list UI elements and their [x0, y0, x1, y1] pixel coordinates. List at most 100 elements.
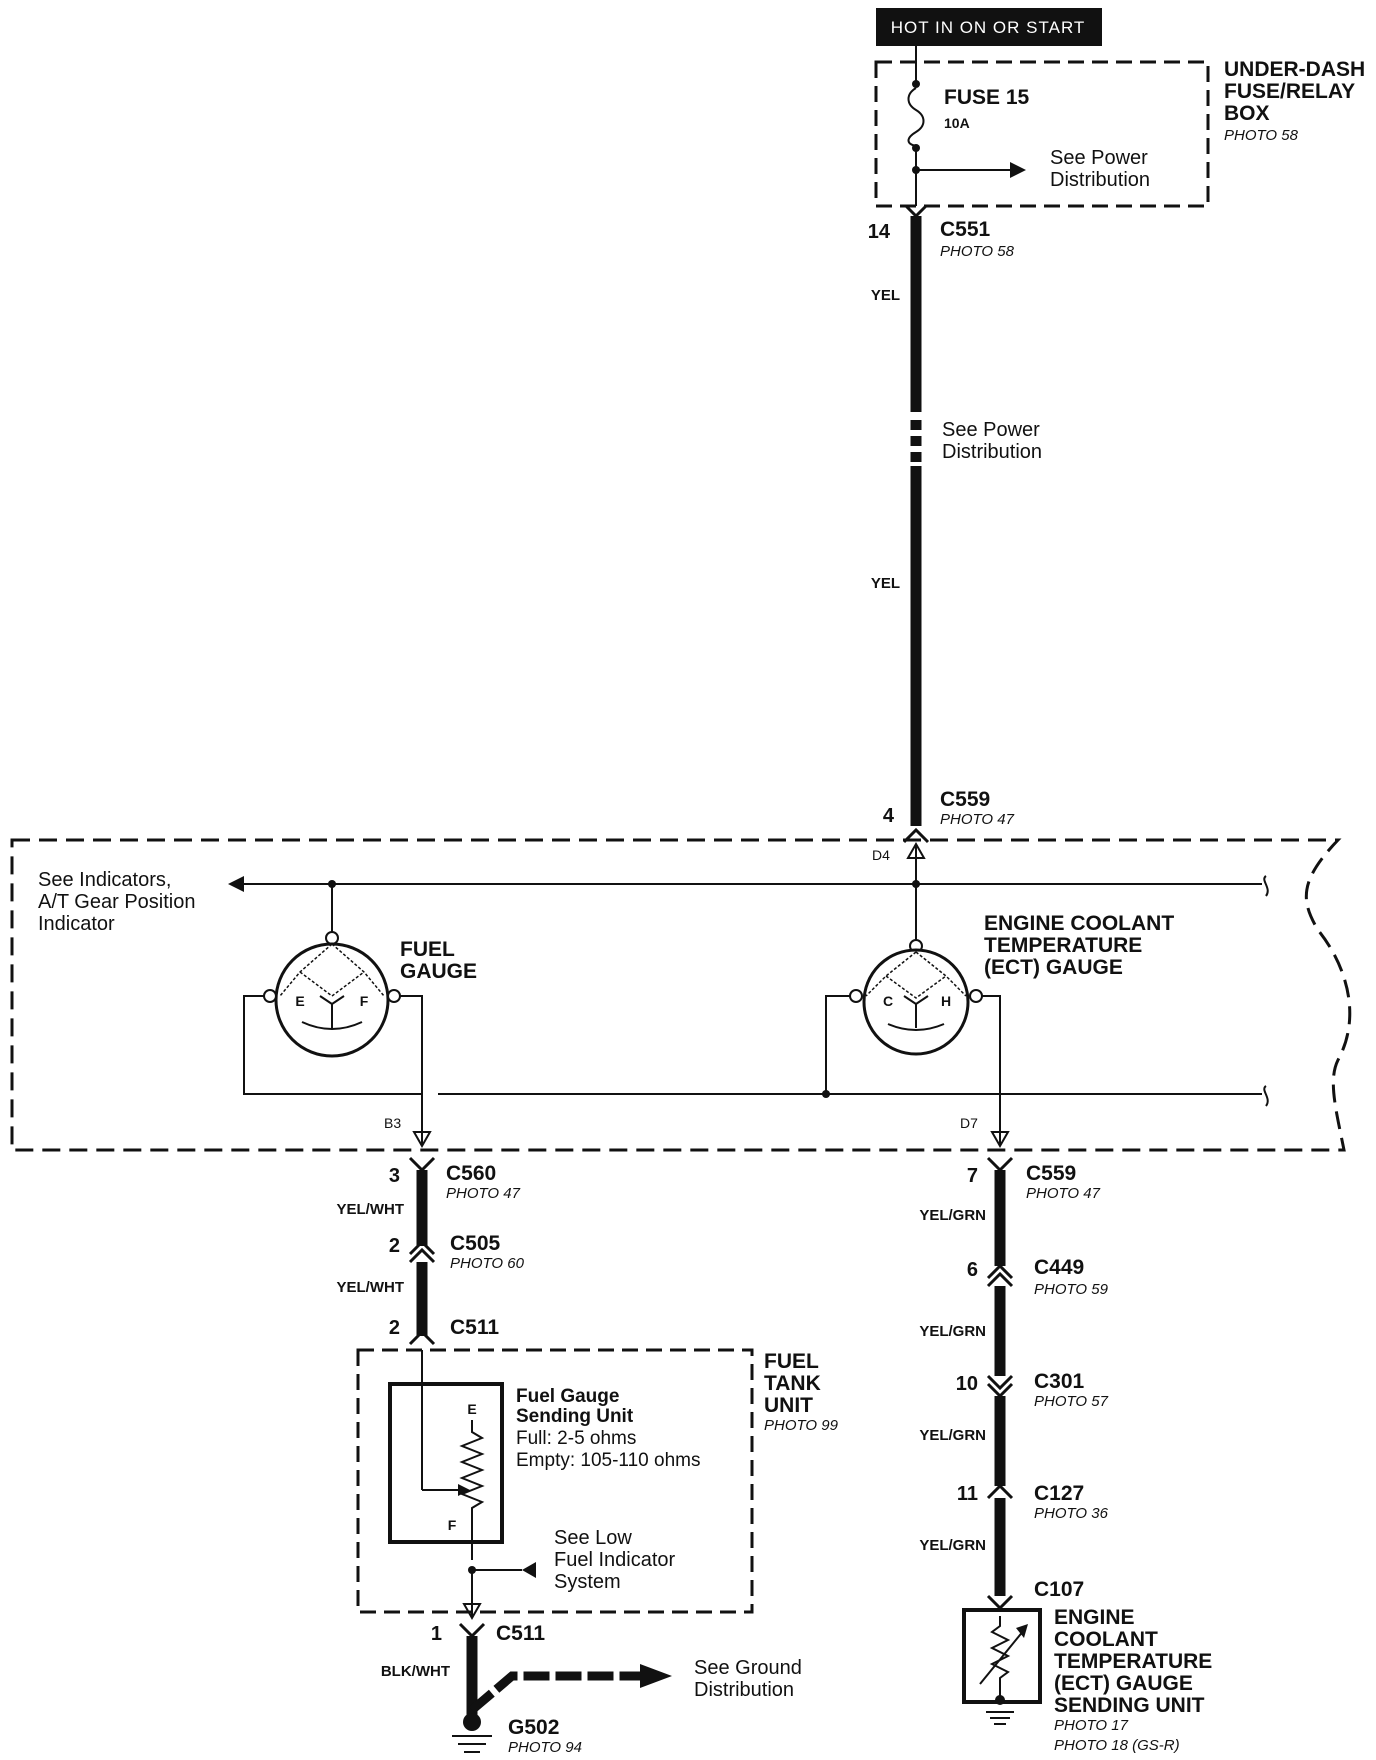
fuel-tank-label-3: UNIT — [764, 1394, 813, 1417]
see-low-fuel-3: System — [554, 1571, 621, 1593]
fuel-gauge-dial — [274, 942, 390, 1058]
c127-name: C127 — [1034, 1482, 1084, 1505]
ect-sender-photo-1: PHOTO 17 — [1054, 1717, 1129, 1734]
connector-c107-symbol — [986, 1594, 1014, 1611]
ect-sender-label-4: (ECT) GAUGE — [1054, 1672, 1193, 1695]
c505-photo: PHOTO 60 — [450, 1255, 525, 1272]
c560-name: C560 — [446, 1162, 496, 1185]
fuel-sender-box — [388, 1382, 504, 1544]
yel-wht-label-1: YEL/WHT — [337, 1201, 405, 1218]
fuel-sender-title-2: Sending Unit — [516, 1406, 634, 1427]
ect-sender-label-1: ENGINE — [1054, 1606, 1135, 1629]
c301-name: C301 — [1034, 1370, 1085, 1393]
yel-label-1: YEL — [871, 287, 900, 304]
ect-gauge-left-loop — [825, 995, 850, 1094]
see-indicators-2: A/T Gear Position — [38, 891, 195, 913]
ect-gauge-right-terminal — [969, 989, 983, 1003]
fuse-box-photo: PHOTO 58 — [1224, 127, 1299, 144]
connector-c511-bottom-symbol — [458, 1622, 486, 1639]
yel-label-2: YEL — [871, 575, 900, 592]
fuel-tank-unit-outline — [356, 1348, 754, 1614]
connector-c301-symbol — [986, 1374, 1014, 1399]
ect-gauge-dial — [862, 948, 970, 1056]
yel-grn-label-4: YEL/GRN — [919, 1537, 986, 1554]
arrow-down-sender-icon — [462, 1603, 482, 1621]
g502-photo: PHOTO 94 — [508, 1739, 582, 1756]
connector-c127-symbol — [986, 1483, 1014, 1500]
power-source-label: HOT IN ON OR START — [891, 18, 1086, 37]
ect-gauge-label-3: (ECT) GAUGE — [984, 956, 1123, 979]
c505-name: C505 — [450, 1232, 501, 1255]
c511-bottom-name: C511 — [496, 1622, 545, 1645]
yel-grn-label-1: YEL/GRN — [919, 1207, 986, 1224]
top-bus-break — [1263, 875, 1269, 897]
ect-gauge-coils — [865, 951, 967, 999]
fuse-top-dot — [912, 80, 920, 88]
c301-photo: PHOTO 57 — [1034, 1393, 1109, 1410]
see-power-1: See Power — [1050, 147, 1148, 169]
fuel-gauge-output — [400, 995, 423, 1144]
c560-pin: 3 — [389, 1165, 400, 1187]
see-indicators-3: Indicator — [38, 913, 115, 935]
c559-top-pin: 4 — [883, 805, 895, 827]
fuel-gauge-coils — [279, 943, 385, 997]
arrow-down-icon-b3 — [412, 1131, 432, 1149]
ect-gauge-scale — [887, 1023, 945, 1031]
c511-top-name: C511 — [450, 1316, 499, 1339]
c559-top-name: C559 — [940, 788, 990, 811]
ect-sender-thermistor-arrow — [979, 1629, 1025, 1685]
see-low-fuel-2: Fuel Indicator — [554, 1549, 676, 1571]
ect-gauge-label-2: TEMPERATURE — [984, 934, 1142, 957]
fuel-tank-photo: PHOTO 99 — [764, 1417, 839, 1434]
arrow-right-ground-icon — [640, 1664, 672, 1688]
see-indicators-1: See Indicators, — [38, 869, 171, 891]
fuel-gauge-top-terminal — [325, 931, 339, 945]
see-power-mid-1: See Power — [942, 419, 1040, 441]
c107-name: C107 — [1034, 1578, 1084, 1601]
c511-bottom-pin: 1 — [431, 1623, 442, 1645]
c301-pin: 10 — [956, 1373, 978, 1395]
wiper-arrow-icon — [458, 1484, 470, 1496]
ect-gauge-h: H — [941, 993, 951, 1009]
c559-bottom-photo: PHOTO 47 — [1026, 1185, 1101, 1202]
c551-name: C551 — [940, 218, 991, 241]
terminal-d4: D4 — [872, 847, 890, 863]
c449-name: C449 — [1034, 1256, 1084, 1279]
bottom-bus-break — [1263, 1085, 1269, 1107]
connector-c560-symbol — [408, 1156, 436, 1173]
fuel-sender-empty: Empty: 105-110 ohms — [516, 1450, 700, 1471]
fuel-sender-resistor — [459, 1420, 485, 1560]
connector-c559-top-symbol — [902, 827, 930, 844]
thermistor-arrow-icon — [1016, 1624, 1028, 1638]
fuse-box-name-1: UNDER-DASH — [1224, 58, 1365, 81]
ect-ground-icon — [986, 1711, 1014, 1725]
fuse-box-outline — [874, 60, 1210, 208]
fuel-gauge-e: E — [295, 993, 304, 1009]
fuel-gauge-label-2: GAUGE — [400, 960, 477, 983]
c551-pin: 14 — [868, 221, 891, 243]
ground-branch-wire — [469, 1671, 640, 1714]
fuel-sender-full: Full: 2-5 ohms — [516, 1428, 636, 1449]
connector-c505-symbol — [408, 1239, 436, 1264]
ect-gauge-needle-icon — [903, 995, 929, 1028]
c449-pin: 6 — [967, 1259, 978, 1281]
ect-gauge-label-1: ENGINE COOLANT — [984, 912, 1174, 935]
fuse-symbol — [907, 87, 925, 147]
fuse-rating: 10A — [944, 115, 970, 131]
fuel-sender-title-1: Fuel Gauge — [516, 1386, 619, 1407]
yel-grn-label-2: YEL/GRN — [919, 1323, 986, 1340]
ect-gauge-output — [982, 995, 1001, 1144]
see-ground-1: See Ground — [694, 1657, 802, 1679]
fuel-gauge-needle-icon — [319, 995, 345, 1028]
fuel-gauge-left-loop — [243, 995, 422, 1095]
g502-name: G502 — [508, 1716, 559, 1739]
ect-sender-photo-2: PHOTO 18 (GS-R) — [1054, 1737, 1180, 1754]
fuse-box-name-2: FUSE/RELAY — [1224, 80, 1355, 103]
fuel-gauge-label-1: FUEL — [400, 938, 455, 961]
ground-icon — [452, 1735, 492, 1753]
fuse-box-name-3: BOX — [1224, 102, 1270, 125]
ect-sender-resistor — [989, 1616, 1011, 1702]
ground-dot — [463, 1713, 481, 1731]
fuel-gauge-f: F — [360, 993, 369, 1009]
ect-ground-dot — [995, 1695, 1005, 1705]
